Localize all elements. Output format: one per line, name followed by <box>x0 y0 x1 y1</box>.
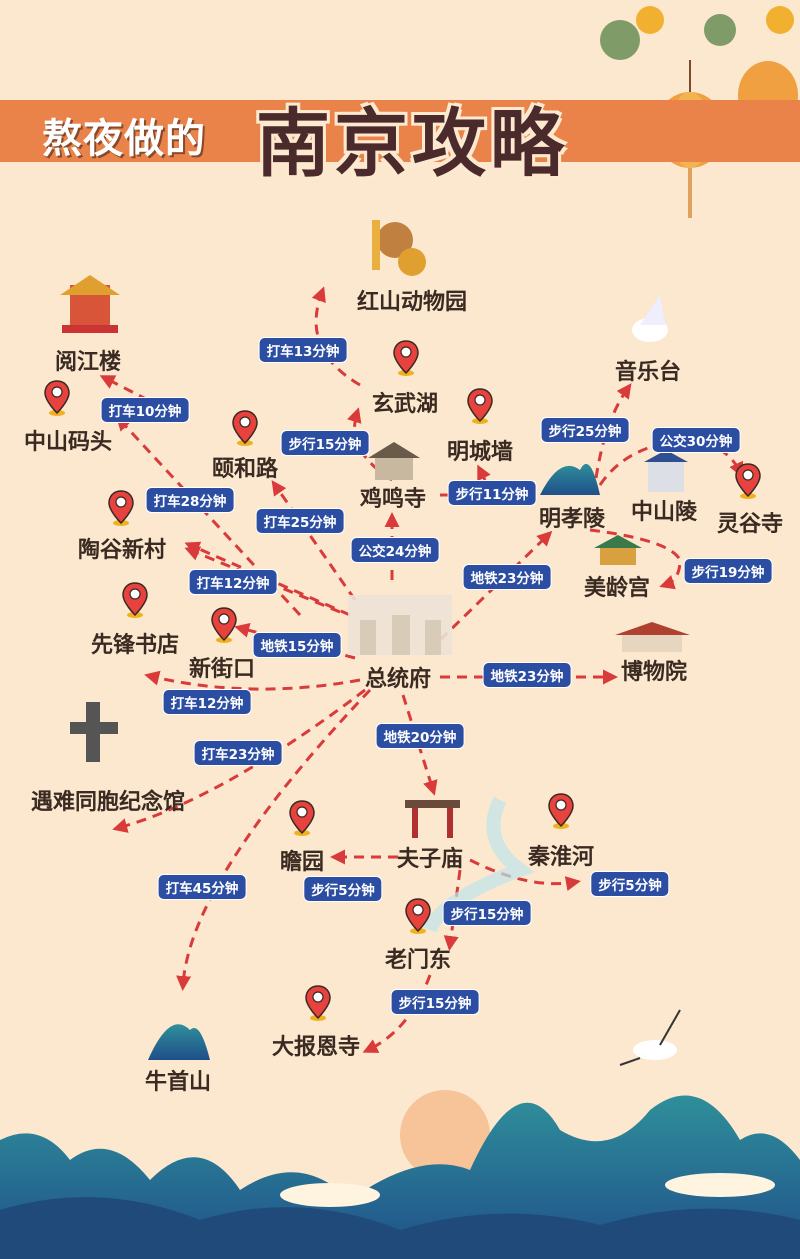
location-pin-icon <box>735 463 761 503</box>
title-band <box>0 100 800 162</box>
location-pin-icon <box>232 410 258 450</box>
temple-icon <box>368 442 420 480</box>
route-label: 打车10分钟 <box>100 397 190 423</box>
place-xuanwuhu: 玄武湖 <box>371 392 439 417</box>
dove-icon <box>632 295 668 342</box>
place-yihelu: 颐和路 <box>211 457 279 482</box>
route-label: 打车23分钟 <box>193 740 283 766</box>
location-pin-icon <box>122 582 148 622</box>
route-label: 公交30分钟 <box>651 427 741 453</box>
place-zhongshanling: 中山陵 <box>630 500 698 525</box>
place-xinjiekou: 新街口 <box>188 657 256 682</box>
route-label: 地铁15分钟 <box>252 632 342 658</box>
crane-icon <box>619 1009 681 1066</box>
pavilion-icon <box>60 275 120 333</box>
route-label: 打车45分钟 <box>157 874 247 900</box>
location-pin-icon <box>305 985 331 1025</box>
location-pin-icon <box>548 793 574 833</box>
route-label: 地铁23分钟 <box>462 564 552 590</box>
place-qinhuaihe: 秦淮河 <box>527 845 595 870</box>
place-yuejianglou: 阅江楼 <box>54 350 122 375</box>
place-taogu-xincun: 陶谷新村 <box>77 538 167 563</box>
location-pin-icon <box>108 490 134 530</box>
route-label: 打车13分钟 <box>258 337 348 363</box>
route-label: 步行5分钟 <box>590 871 670 897</box>
route-label: 地铁23分钟 <box>482 662 572 688</box>
route-label: 步行25分钟 <box>540 417 630 443</box>
place-linggusi: 灵谷寺 <box>716 512 784 537</box>
place-mingchengqiang: 明城墙 <box>446 440 514 465</box>
location-pin-icon <box>393 340 419 380</box>
location-pin-icon <box>405 898 431 938</box>
route-label: 步行15分钟 <box>390 989 480 1015</box>
location-pin-icon <box>289 800 315 840</box>
location-pin-icon <box>211 607 237 647</box>
route-label: 打车12分钟 <box>188 569 278 595</box>
place-bowuyuan: 博物院 <box>620 660 688 685</box>
place-jimingsi: 鸡鸣寺 <box>359 487 427 512</box>
museum-icon <box>615 622 690 652</box>
route-label: 步行5分钟 <box>303 876 383 902</box>
place-yinyuetai: 音乐台 <box>614 360 682 385</box>
mountain-icon <box>148 463 600 1060</box>
mausoleum-icon <box>644 450 688 492</box>
place-zhongshan-matou: 中山码头 <box>23 430 113 455</box>
place-memorial-hall: 遇难同胞纪念馆 <box>30 790 186 815</box>
place-zongtongfu: 总统府 <box>364 667 432 692</box>
route-label: 步行19分钟 <box>683 558 773 584</box>
place-zhanyuan: 瞻园 <box>279 850 325 875</box>
memorial-cross-icon <box>70 702 118 762</box>
page-title: 南京攻略 <box>256 101 568 187</box>
route-label: 步行15分钟 <box>442 900 532 926</box>
place-niushoushan: 牛首山 <box>144 1070 212 1095</box>
title-prefix: 熬夜做的 <box>42 116 206 162</box>
location-pin-icon <box>467 388 493 428</box>
mountain-scenery <box>0 1090 800 1259</box>
route-label: 步行11分钟 <box>447 480 537 506</box>
zoo-animals-icon <box>372 220 426 276</box>
route-label: 地铁20分钟 <box>375 723 465 749</box>
place-dabaoensi: 大报恩寺 <box>271 1035 361 1060</box>
river-icon <box>423 796 535 933</box>
place-mingxiaoling: 明孝陵 <box>538 507 606 532</box>
palace-icon <box>594 535 642 565</box>
route-label: 步行15分钟 <box>280 430 370 456</box>
location-pin-icon <box>44 380 70 420</box>
route-label: 打车12分钟 <box>162 689 252 715</box>
place-laomendong: 老门东 <box>384 948 452 973</box>
route-label: 公交24分钟 <box>350 537 440 563</box>
place-hongshan-zoo: 红山动物园 <box>356 290 468 315</box>
archway-icon <box>405 800 460 838</box>
route-label: 打车25分钟 <box>255 508 345 534</box>
presidential-gate-icon <box>348 595 452 655</box>
route-label: 打车28分钟 <box>145 487 235 513</box>
place-xianfeng-bookstore: 先锋书店 <box>90 633 180 658</box>
place-fuzimiao: 夫子庙 <box>396 847 464 872</box>
place-meilinggong: 美龄宫 <box>583 576 651 601</box>
